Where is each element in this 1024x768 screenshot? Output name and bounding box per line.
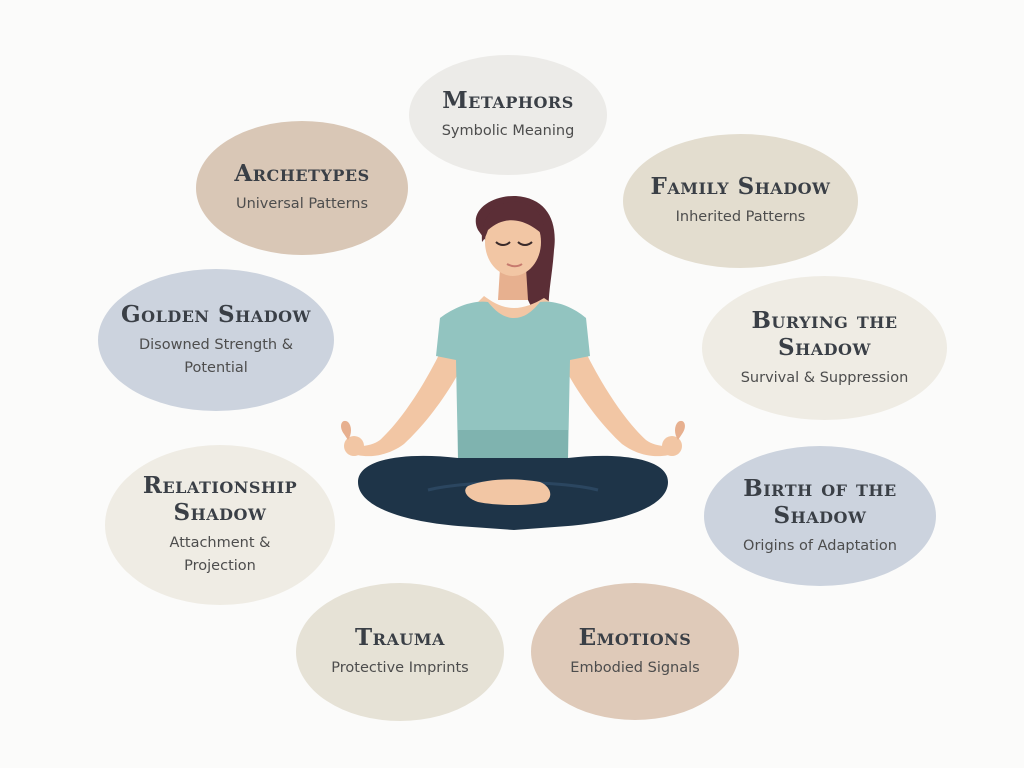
shirt-shadow [458,430,568,460]
bubble-title: Golden Shadow [121,301,311,328]
right-hand-finger [675,421,685,440]
bubble-subtitle: Symbolic Meaning [442,120,575,143]
feet [465,479,550,505]
bubble-title: Relationship Shadow [123,472,317,526]
bubble-subtitle: Protective Imprints [331,657,468,680]
left-hand-finger [341,421,351,440]
bubble-subtitle: Survival & Suppression [741,367,909,390]
bubble-title: Archetypes [234,160,369,187]
bubble-subtitle: Disowned Strength & Potential [121,334,311,380]
bubble-birth-of-the-shadow: Birth of the Shadow Origins of Adaptatio… [704,446,936,586]
bubble-title: Emotions [579,624,692,651]
bubble-subtitle: Embodied Signals [570,657,699,680]
left-hand [344,436,364,456]
bubble-subtitle: Attachment & Projection [150,532,290,578]
bubble-metaphors: Metaphors Symbolic Meaning [409,55,607,175]
right-hand [662,436,682,456]
bubble-trauma: Trauma Protective Imprints [296,583,504,721]
bubble-burying-the-shadow: Burying the Shadow Survival & Suppressio… [702,276,947,420]
bubble-golden-shadow: Golden Shadow Disowned Strength & Potent… [98,269,334,411]
bubble-title: Burying the Shadow [725,307,925,361]
bubble-relationship-shadow: Relationship Shadow Attachment & Project… [105,445,335,605]
bubble-title: Metaphors [442,87,574,114]
bubble-emotions: Emotions Embodied Signals [531,583,739,720]
meditating-woman-illustration [318,190,708,550]
bubble-subtitle: Origins of Adaptation [743,535,897,558]
bubble-title: Trauma [355,624,445,651]
bubble-title: Birth of the Shadow [725,475,915,529]
